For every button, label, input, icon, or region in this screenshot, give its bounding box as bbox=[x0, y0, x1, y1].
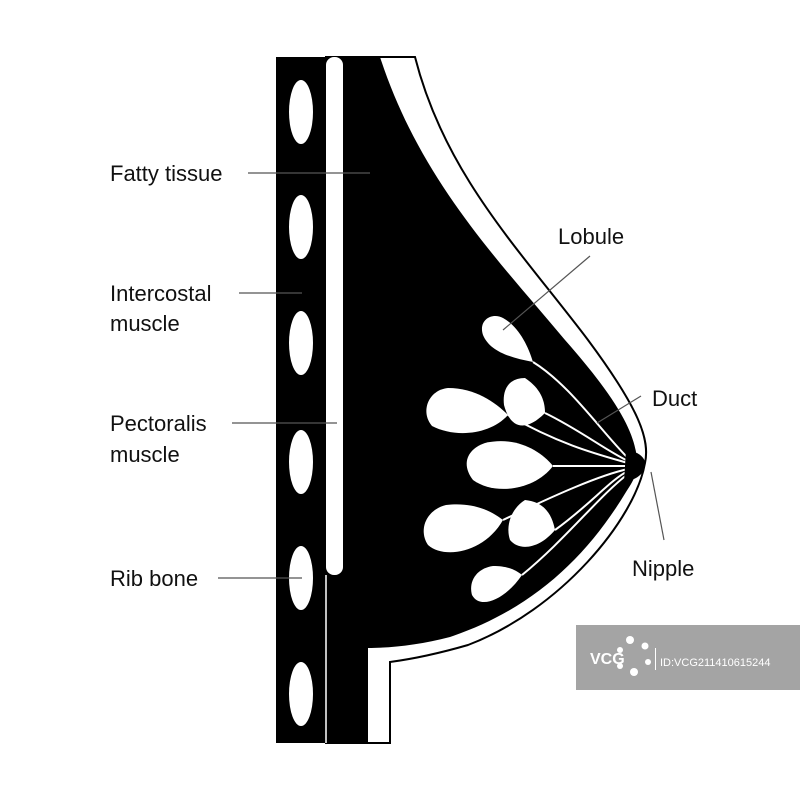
lobule bbox=[423, 504, 503, 553]
lobule-label: Lobule bbox=[558, 224, 624, 249]
nipple-leader bbox=[650, 471, 665, 541]
duct-leader bbox=[596, 395, 642, 424]
rib-bone bbox=[289, 662, 313, 726]
lobule bbox=[426, 388, 508, 434]
lobule-leader bbox=[502, 255, 591, 331]
rib-bone bbox=[289, 195, 313, 259]
rib-bone-label: Rib bone bbox=[110, 566, 198, 591]
pectoralis-muscle-label: Pectoralis muscle bbox=[110, 411, 213, 467]
duct bbox=[532, 361, 629, 459]
lobule bbox=[503, 378, 545, 426]
chest-wall bbox=[276, 57, 326, 743]
duct-label: Duct bbox=[652, 386, 697, 411]
nipple bbox=[624, 450, 646, 482]
lobule bbox=[471, 566, 522, 603]
intercostal-muscle-label: Intercostal muscle bbox=[110, 281, 218, 336]
watermark-logo: VCG bbox=[590, 651, 625, 668]
watermark-logo-mark bbox=[617, 636, 651, 676]
watermark-id: ID:VCG211410615244 bbox=[660, 657, 771, 669]
lobule bbox=[466, 441, 553, 489]
fatty-tissue-label: Fatty tissue bbox=[110, 161, 222, 186]
pectoralis-muscle bbox=[326, 57, 343, 575]
lobule bbox=[481, 315, 533, 362]
rib-bone bbox=[289, 430, 313, 494]
duct bbox=[554, 470, 629, 531]
lobules bbox=[423, 315, 555, 603]
ducts bbox=[502, 361, 630, 576]
duct bbox=[544, 412, 629, 462]
rib-bone bbox=[289, 311, 313, 375]
watermark: VCG ID:VCG211410615244 bbox=[576, 625, 800, 690]
rib-bones bbox=[289, 80, 313, 726]
nipple-label: Nipple bbox=[632, 556, 694, 581]
duct bbox=[521, 473, 629, 576]
rib-bone bbox=[289, 80, 313, 144]
lobule bbox=[508, 500, 555, 547]
watermark-band bbox=[576, 625, 800, 690]
